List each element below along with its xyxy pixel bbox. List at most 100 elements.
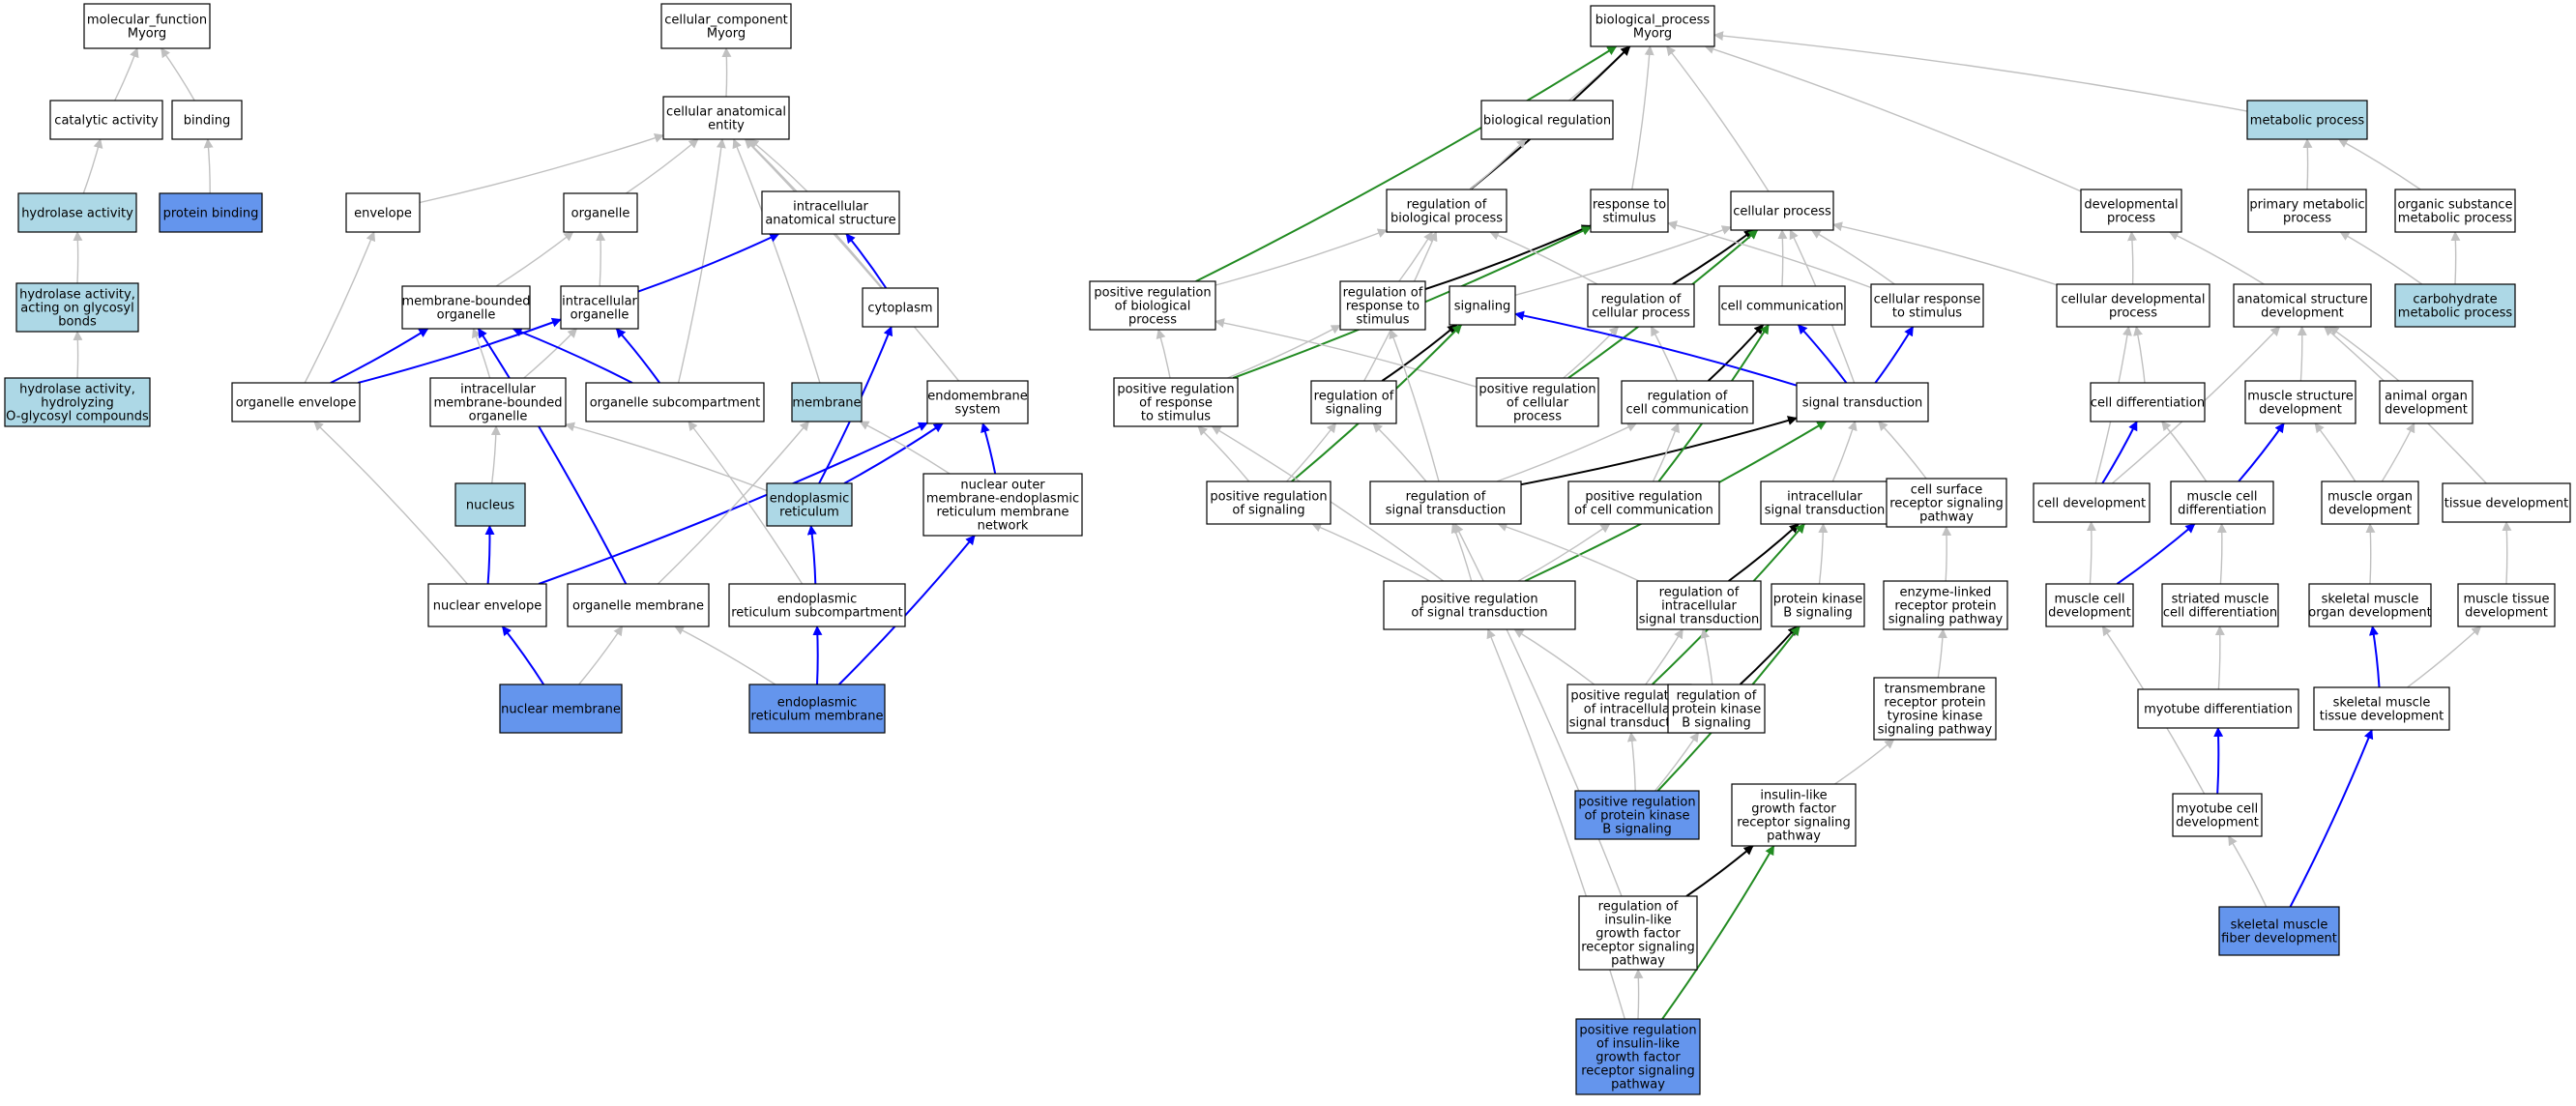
- node-cellcomm[interactable]: cell communication: [1718, 285, 1846, 326]
- node-metab[interactable]: metabolic process: [2246, 100, 2368, 140]
- edge-posregsig-to-posregresp: [1197, 425, 1250, 482]
- edge-regcp-to-cellproc: [1672, 229, 1755, 285]
- edge-posregpkb-to-posregist: [1626, 732, 1637, 792]
- node-label-mtd-line-0: muscle tissue: [2463, 593, 2549, 607]
- node-membrane[interactable]: membrane: [791, 382, 863, 422]
- node-nucleus[interactable]: nucleus: [454, 482, 526, 527]
- edge-nomer-to-endosys: [981, 422, 997, 475]
- node-envelope[interactable]: envelope: [345, 192, 421, 233]
- node-label-smfd-line-1: fiber development: [2221, 932, 2337, 946]
- node-hydgly[interactable]: hydrolase activity,acting on glycosylbon…: [15, 282, 139, 333]
- node-nucenv[interactable]: nuclear envelope: [427, 583, 547, 627]
- node-orgsub[interactable]: organelle subcompartment: [585, 382, 765, 422]
- node-celldev[interactable]: cell development: [2033, 482, 2151, 523]
- node-myodiff[interactable]: myotube differentiation: [2137, 688, 2299, 729]
- node-label-ist-line-1: signal transduction: [1765, 504, 1886, 518]
- node-catalytic[interactable]: catalytic activity: [49, 100, 163, 140]
- node-label-catalytic-line-0: catalytic activity: [54, 114, 159, 129]
- node-cellproc[interactable]: cellular process: [1730, 190, 1834, 231]
- node-orgenv[interactable]: organelle envelope: [231, 382, 361, 422]
- node-protbind[interactable]: protein binding: [159, 192, 263, 233]
- edge-myodiff-to-smcd: [2214, 626, 2225, 690]
- node-organelle[interactable]: organelle: [563, 192, 638, 233]
- node-celldiff[interactable]: cell differentiation: [2090, 382, 2206, 422]
- node-label-devproc-line-1: process: [2107, 212, 2155, 226]
- node-label-smfd-line-0: skeletal muscle: [2231, 918, 2328, 933]
- node-label-posregpkb-line-0: positive regulation: [1578, 796, 1695, 810]
- node-label-smtd-line-1: tissue development: [2320, 710, 2444, 724]
- node-tissdev[interactable]: tissue development: [2442, 482, 2571, 523]
- node-nomer[interactable]: nuclear outermembrane-endoplasmicreticul…: [922, 473, 1083, 537]
- node-sigtrans[interactable]: signal transduction: [1796, 382, 1929, 422]
- node-signaling[interactable]: signaling: [1449, 285, 1516, 326]
- node-hydogly[interactable]: hydrolase activity,hydrolyzingO-glycosyl…: [4, 377, 151, 427]
- node-hydrolase[interactable]: hydrolase activity: [17, 192, 137, 233]
- node-label-mf-line-0: molecular_function: [87, 14, 207, 28]
- node-box-imbo: [429, 377, 567, 427]
- node-orgmem[interactable]: organelle membrane: [567, 583, 710, 627]
- node-bioreg[interactable]: biological regulation: [1480, 100, 1614, 140]
- edge-cae-to-cc: [721, 47, 732, 98]
- node-binding[interactable]: binding: [171, 100, 243, 140]
- node-nucmem[interactable]: nuclear membrane: [499, 684, 623, 734]
- node-label-protbind-line-0: protein binding: [163, 207, 259, 221]
- node-cytoplasm[interactable]: cytoplasm: [862, 287, 939, 328]
- node-label-posregresp-line-2: to stimulus: [1141, 410, 1211, 424]
